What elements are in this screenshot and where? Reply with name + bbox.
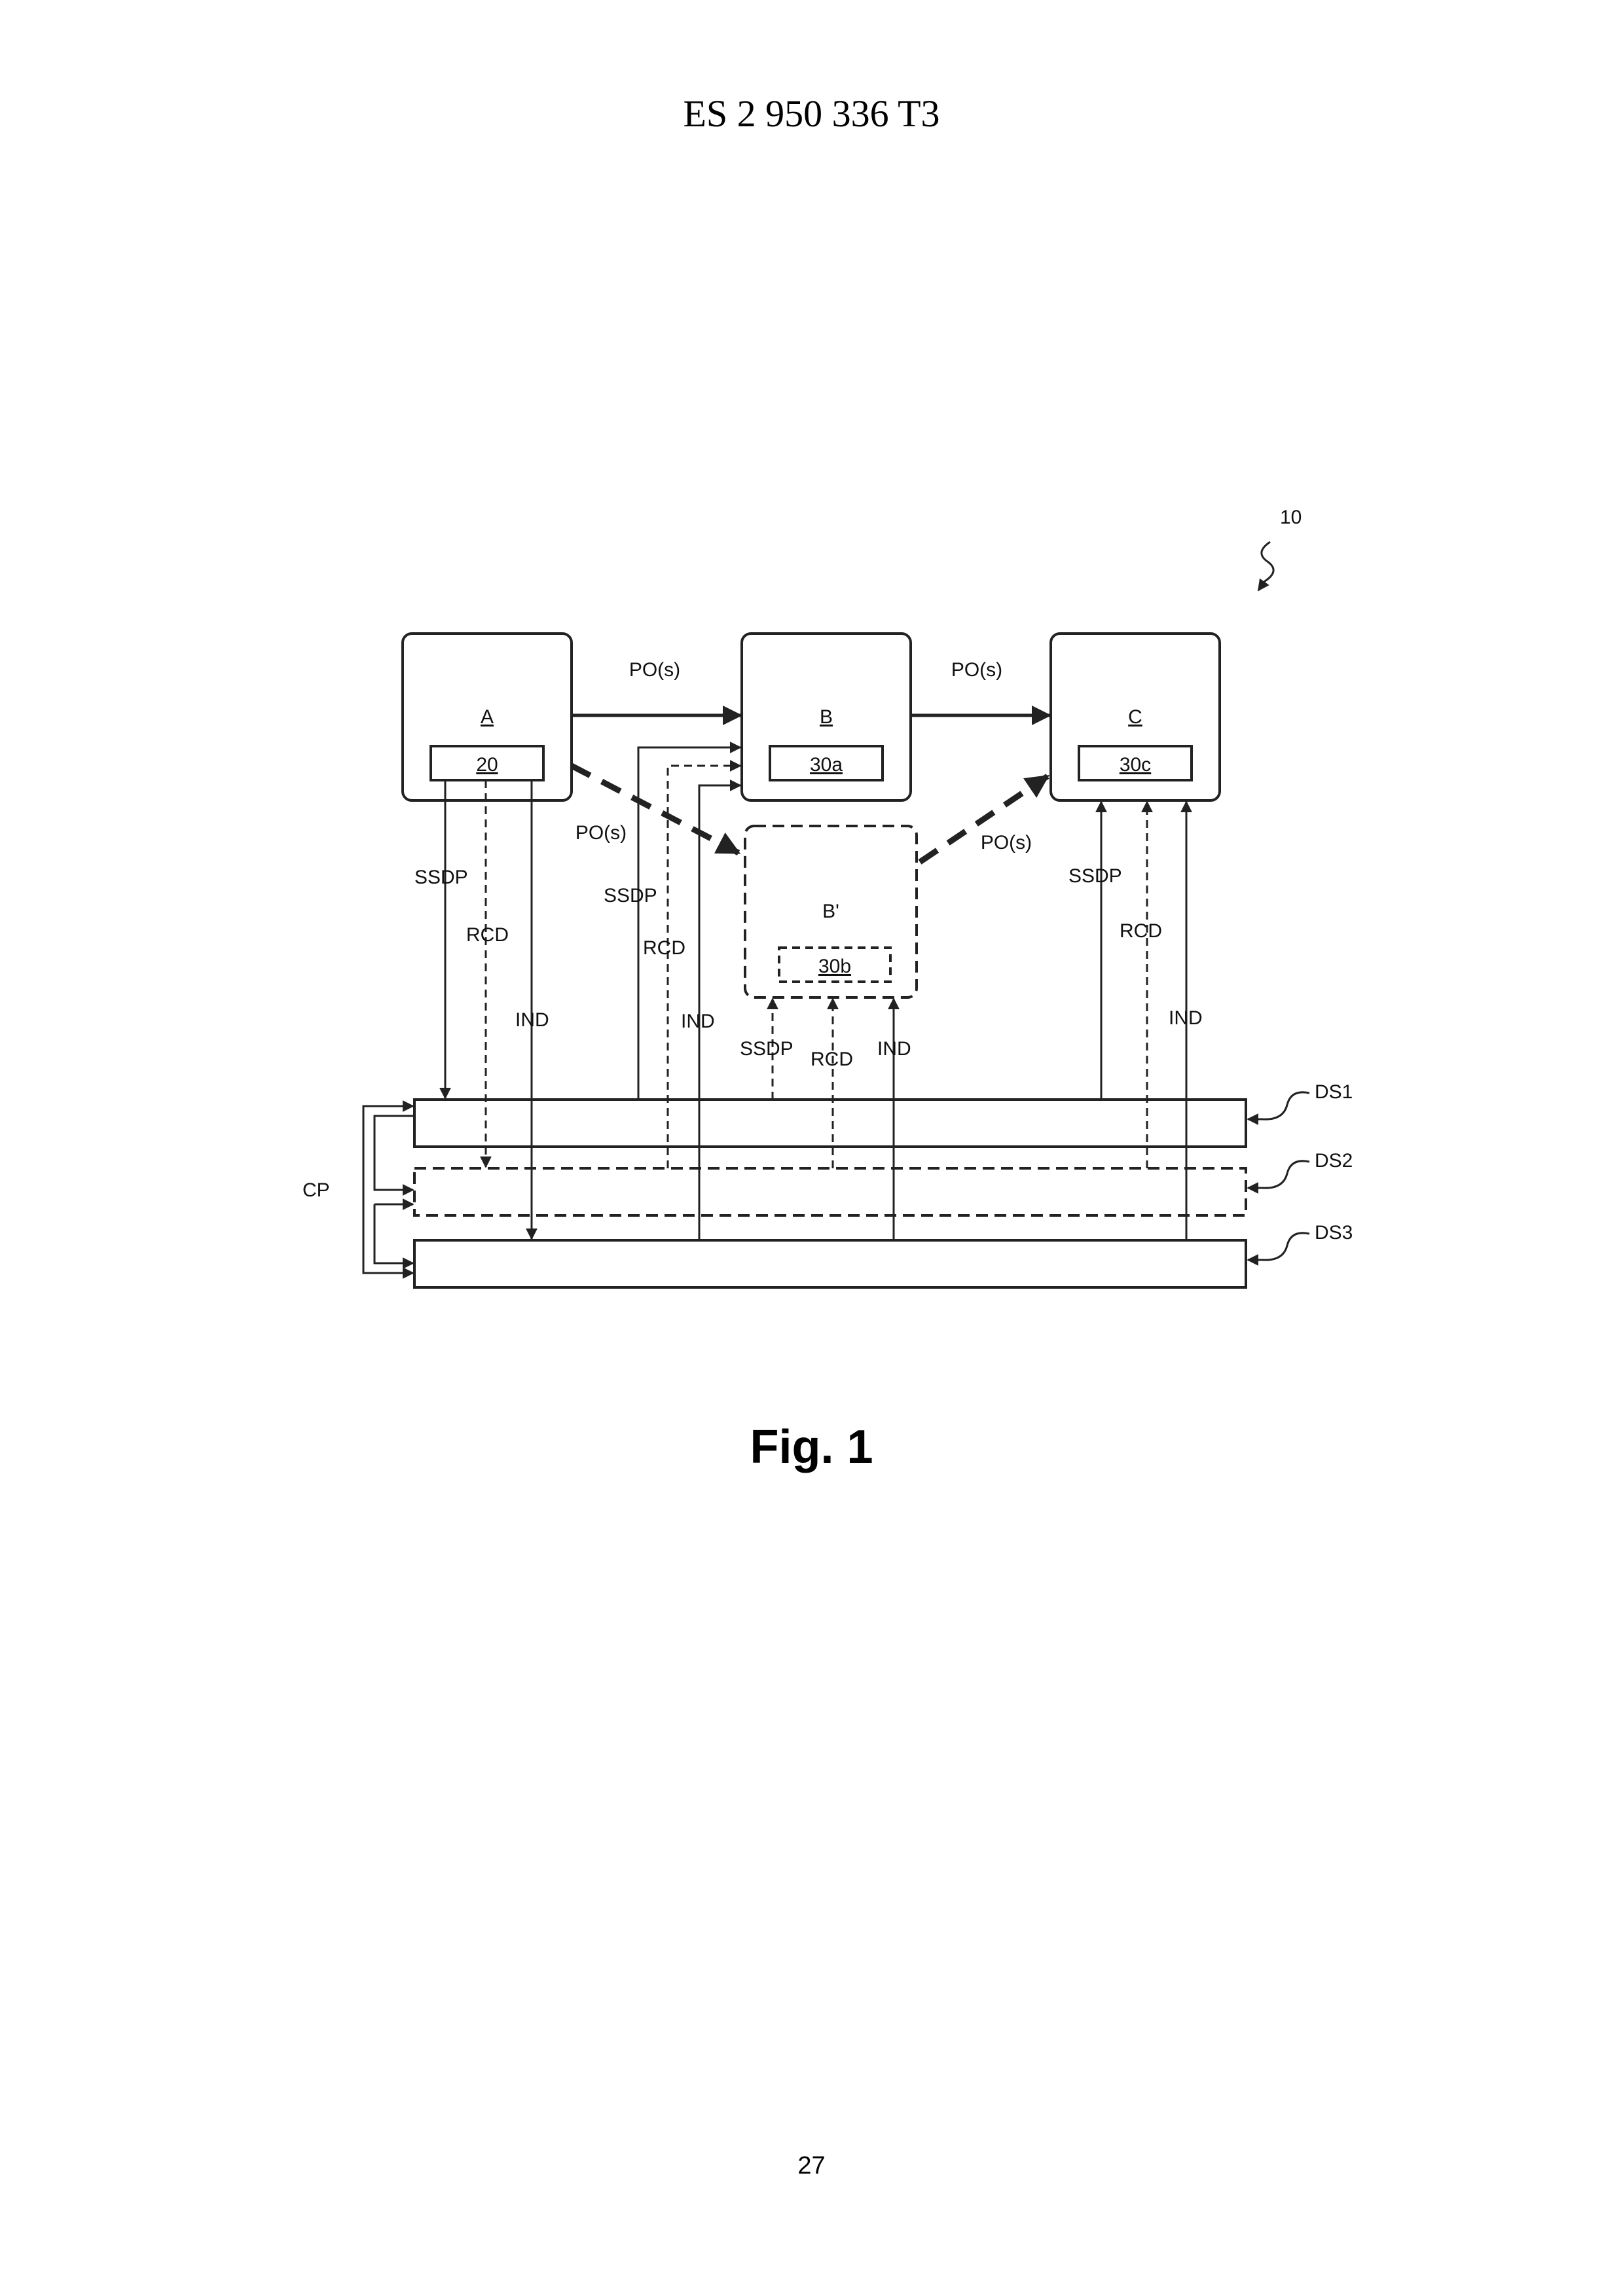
- signal-b-ssdp-label: SSDP: [604, 885, 657, 906]
- cp-label: CP: [302, 1179, 330, 1201]
- figure-caption: Fig. 1: [0, 1420, 1623, 1474]
- node-c-label: C: [1128, 706, 1142, 728]
- ds2-leader-line: [1248, 1161, 1309, 1188]
- signal-a-rcd-label: RCD: [466, 924, 509, 946]
- node-a: A 20: [403, 634, 572, 800]
- data-store-ds2-label: DS2: [1315, 1150, 1353, 1172]
- node-c: C 30c: [1051, 634, 1220, 800]
- node-b: B 30a: [742, 634, 911, 800]
- node-a-module: 20: [476, 754, 498, 776]
- signal-bp-ind-label: IND: [877, 1038, 911, 1060]
- page-number: 27: [0, 2152, 1623, 2180]
- node-a-label: A: [481, 706, 494, 728]
- node-b-module: 30a: [810, 754, 843, 776]
- signal-bp-ssdp-label: SSDP: [740, 1038, 793, 1060]
- node-b-prime: B' 30b: [745, 826, 917, 997]
- reference-numeral: 10: [1280, 507, 1302, 528]
- node-b-label: B: [820, 706, 833, 728]
- data-store-ds3: [414, 1240, 1246, 1287]
- arrow-b-prime-to-c-label: PO(s): [981, 832, 1032, 853]
- arrow-b-to-c-label: PO(s): [951, 659, 1002, 681]
- node-b-prime-label: B': [822, 901, 839, 922]
- signal-b-ssdp: [638, 747, 740, 1100]
- signal-c-rcd-label: RCD: [1120, 920, 1162, 942]
- cp-connector: [363, 1106, 413, 1273]
- ds1-leader-line: [1248, 1092, 1309, 1119]
- reference-leader-line: [1258, 542, 1273, 590]
- signal-c-ind-label: IND: [1169, 1007, 1203, 1029]
- signal-b-rcd-label: RCD: [643, 937, 685, 959]
- signal-a-ind-label: IND: [515, 1009, 549, 1031]
- data-store-ds2: [414, 1168, 1246, 1215]
- data-store-ds1: [414, 1100, 1246, 1147]
- signal-bp-rcd-label: RCD: [811, 1049, 853, 1070]
- arrow-a-to-b-prime-label: PO(s): [575, 822, 627, 844]
- node-b-prime-module: 30b: [818, 956, 851, 977]
- arrow-a-to-b-label: PO(s): [629, 659, 680, 681]
- signal-a-ssdp-label: SSDP: [414, 867, 468, 888]
- ds3-leader-line: [1248, 1233, 1309, 1260]
- data-store-ds1-label: DS1: [1315, 1081, 1353, 1103]
- data-store-ds3-label: DS3: [1315, 1222, 1353, 1244]
- signal-b-ind-label: IND: [681, 1011, 715, 1032]
- signal-c-ssdp-label: SSDP: [1068, 865, 1122, 887]
- node-c-module: 30c: [1120, 754, 1151, 776]
